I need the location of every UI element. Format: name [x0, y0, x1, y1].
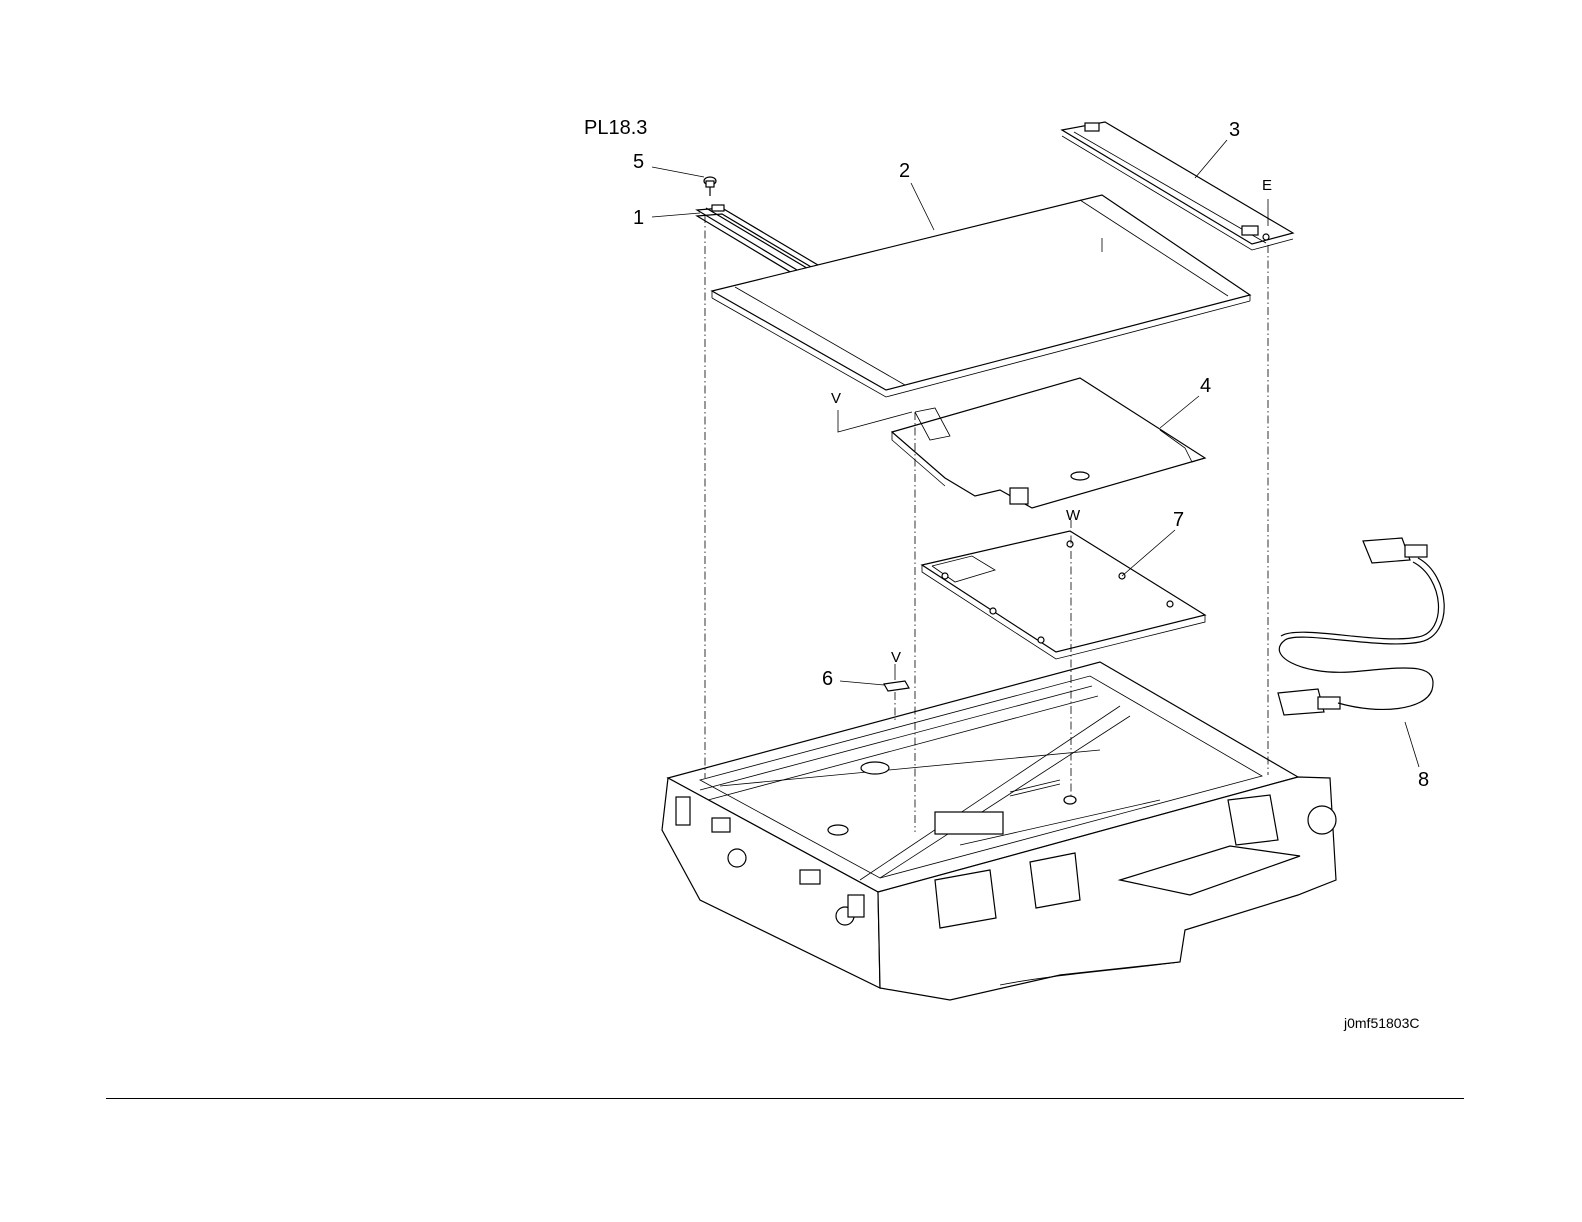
callout-6: 6: [822, 669, 833, 689]
clip-part-6: [884, 664, 909, 691]
footer-divider: [106, 1098, 1464, 1099]
callout-4: 4: [1200, 376, 1211, 396]
callout-7: 7: [1173, 510, 1184, 530]
ref-letter-v-top: V: [831, 391, 841, 406]
circuit-board-part-7: [922, 531, 1205, 659]
callout-1: 1: [633, 208, 644, 228]
platen-glass-part-2: [712, 195, 1250, 397]
ref-letter-v-bottom: V: [891, 650, 901, 665]
cover-plate-part-4: [892, 378, 1205, 508]
screw-part-5: [704, 177, 716, 196]
cable-part-8: [1278, 538, 1444, 715]
ref-letter-w: W: [1066, 508, 1080, 523]
diagram-title: PL18.3: [584, 118, 647, 138]
scanner-frame: [662, 662, 1336, 1000]
callout-5: 5: [633, 152, 644, 172]
figure-id: j0mf51803C: [1344, 1016, 1420, 1030]
callout-2: 2: [899, 161, 910, 181]
callout-3: 3: [1229, 120, 1240, 140]
ref-letter-e: E: [1262, 178, 1272, 193]
callout-8: 8: [1418, 770, 1429, 790]
